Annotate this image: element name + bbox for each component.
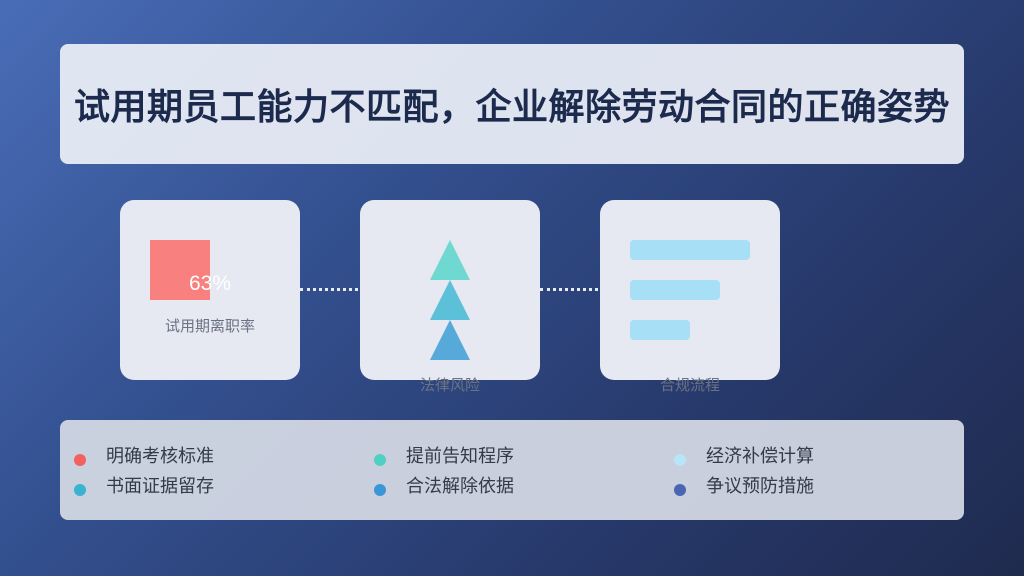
dotted-connector	[540, 288, 598, 291]
triangle-icon	[430, 280, 470, 320]
process-bar	[630, 320, 690, 340]
process-bar	[630, 240, 750, 260]
legend-item-text: 争议预防措施	[706, 476, 814, 497]
legend-item-text: 明确考核标准	[106, 446, 214, 467]
percentage-block	[150, 240, 210, 300]
legend-dot	[674, 454, 686, 466]
legal-risk-card	[360, 200, 540, 380]
legend-item: 合法解除依据	[400, 472, 514, 498]
compliance-process-label: 合规流程	[659, 376, 720, 394]
key-points-legend: 明确考核标准 提前告知程序 经济补偿计算 书面证据留存 合法解除依据 争议预防措…	[60, 420, 964, 520]
triangle-icon	[430, 240, 470, 280]
page-title: 试用期员工能力不匹配，企业解除劳动合同的正确姿势	[73, 87, 950, 128]
legend-item-text: 书面证据留存	[106, 476, 214, 497]
dotted-connector	[300, 288, 358, 291]
turnover-rate-value: 63%	[188, 272, 232, 295]
legend-item-text: 提前告知程序	[406, 446, 514, 467]
compliance-process-card	[600, 200, 780, 380]
legend-dot	[674, 484, 686, 496]
legend-item-text: 合法解除依据	[406, 476, 514, 497]
legend-item: 经济补偿计算	[700, 442, 814, 468]
legal-risk-label: 法律风险	[419, 376, 480, 394]
triangle-icon	[430, 320, 470, 360]
legend-dot	[74, 484, 86, 496]
legend-item: 争议预防措施	[700, 472, 814, 498]
legend-dot	[374, 454, 386, 466]
legend-item-text: 经济补偿计算	[706, 446, 814, 467]
legend-dot	[74, 454, 86, 466]
turnover-rate-card: 63% 试用期离职率	[120, 200, 300, 380]
legend-item: 提前告知程序	[400, 442, 514, 468]
process-bar	[630, 280, 720, 300]
legend-item: 书面证据留存	[100, 472, 214, 498]
legend-item: 明确考核标准	[100, 442, 214, 468]
turnover-rate-label: 试用期离职率	[164, 317, 255, 335]
title-panel: 试用期员工能力不匹配，企业解除劳动合同的正确姿势	[60, 44, 964, 164]
legend-dot	[374, 484, 386, 496]
